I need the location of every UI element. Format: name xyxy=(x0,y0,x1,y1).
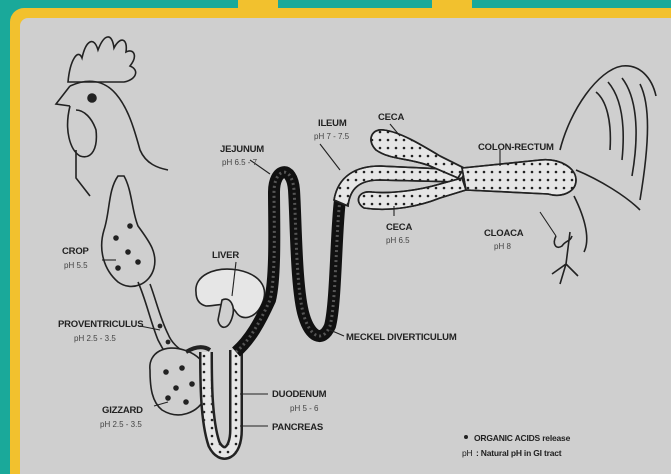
crop-label: CROP xyxy=(62,246,90,257)
legend-dot-text: ORGANIC ACIDS release xyxy=(474,433,571,443)
jejunum-label: JEJUNUM xyxy=(220,144,264,155)
meckel-label: MECKEL DIVERTICULUM xyxy=(346,332,457,343)
ceca-bottom-ph: pH 6.5 xyxy=(386,236,410,245)
ileum-ph: pH 7 - 7.5 xyxy=(314,132,350,141)
legend-ph-text: : Natural pH in GI tract xyxy=(476,448,562,458)
ileum-label: ILEUM xyxy=(318,118,347,129)
proventriculus-label: PROVENTRICULUS xyxy=(58,319,143,330)
ceca-bottom-label: CECA xyxy=(386,222,412,233)
proventriculus-ph: pH 2.5 - 3.5 xyxy=(74,334,116,343)
legend: ORGANIC ACIDS release pH : Natural pH in… xyxy=(462,433,571,458)
gizzard-label: GIZZARD xyxy=(102,405,143,416)
gizzard-ph: pH 2.5 - 3.5 xyxy=(100,420,142,429)
duodenum-label: DUODENUM xyxy=(272,389,327,400)
cloaca-label: CLOACA xyxy=(484,228,524,239)
legend-ph-key: pH xyxy=(462,448,473,458)
cloaca-ph: pH 8 xyxy=(494,242,511,251)
duodenum-ph: pH 5 - 6 xyxy=(290,404,319,413)
jejunum-intestine xyxy=(236,172,340,352)
rooster-head-outline xyxy=(56,37,168,196)
pancreas-label: PANCREAS xyxy=(272,422,323,433)
colon-rectum-label: COLON-RECTUM xyxy=(478,142,554,153)
crop-ph: pH 5.5 xyxy=(64,261,88,270)
legend-dot-icon xyxy=(464,435,468,439)
liver-label: LIVER xyxy=(212,250,239,261)
ceca-top-label: CECA xyxy=(378,112,404,123)
jejunum-ph: pH 6.5 - 7 xyxy=(222,158,258,167)
